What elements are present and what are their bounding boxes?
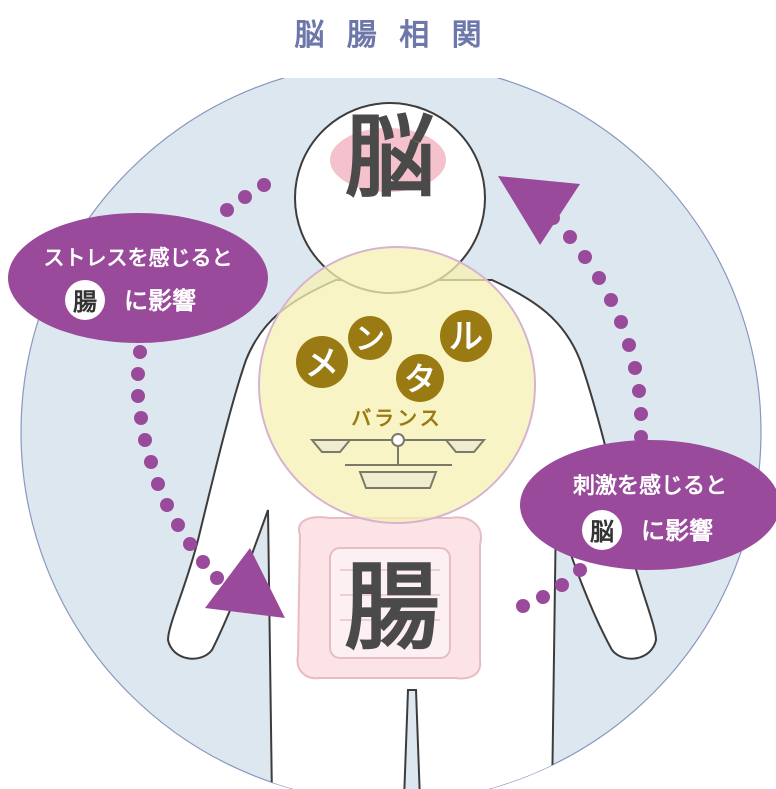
arrow-down-icon (205, 548, 285, 618)
mental-char-ta: タ (404, 360, 436, 398)
mental-title: メ ン タ ル (296, 310, 492, 402)
stress-bubble-badge: 腸 (73, 288, 97, 316)
intestine-illustration (296, 516, 482, 680)
mental-char-n: ン (355, 322, 385, 357)
page-title: 脳 腸 相 関 (294, 18, 487, 53)
stress-bubble-line1: ストレスを感じると (44, 246, 233, 270)
balance-scale-icon (309, 433, 487, 489)
brain-label: 脳 (345, 105, 435, 210)
stimulus-bubble-line1: 刺激を感じると (573, 473, 727, 499)
brain-highlight (330, 128, 446, 192)
stress-bubble-line2: に影響 (124, 287, 196, 315)
stimulus-bubble: 刺激を感じると 脳 に影響 (520, 440, 776, 570)
mental-char-ru: ル (449, 317, 483, 357)
gut-label: 腸 (344, 553, 439, 663)
mental-char-me: メ (305, 344, 339, 384)
arrow-up-icon (498, 176, 580, 245)
mental-subtitle: バランス (351, 406, 443, 430)
stimulus-bubble-badge: 脳 (590, 518, 614, 546)
stress-bubble: ストレスを感じると 腸 に影響 (8, 213, 268, 343)
stimulus-bubble-line2: に影響 (641, 517, 713, 545)
